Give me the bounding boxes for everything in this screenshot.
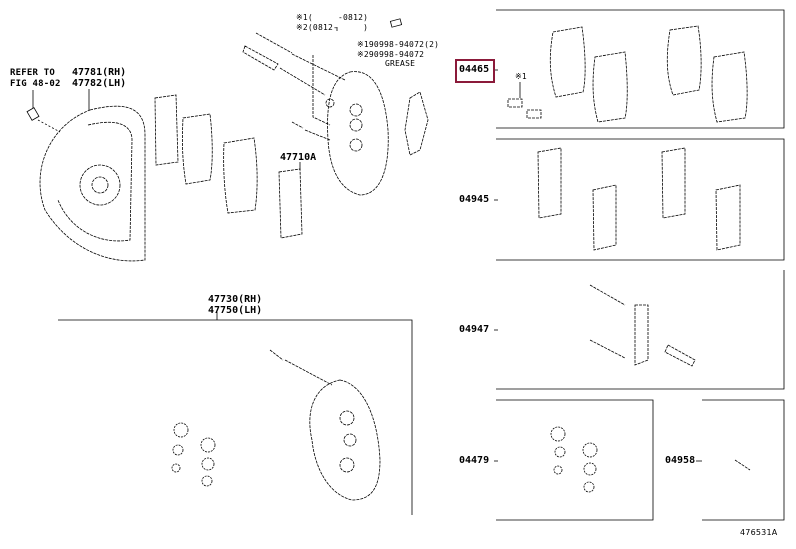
seal-kit-drawing (171, 422, 598, 493)
part-number-04479[interactable]: 04479 (459, 455, 490, 466)
kit-box-04479 (496, 399, 654, 521)
kit-box-04958 (702, 399, 785, 521)
grease-note-2: ※290998-94072 (357, 50, 425, 59)
grease-label: GREASE (385, 59, 416, 68)
pad-set-drawing (507, 25, 748, 123)
part-number-04958[interactable]: 04958 (665, 455, 696, 466)
part-number-04465-highlight[interactable]: 04465 (455, 59, 495, 83)
kit-box-04945 (496, 138, 785, 261)
part-number-47781[interactable]: 47781(RH) (72, 67, 127, 78)
part-number-04465[interactable]: 04465 (459, 64, 490, 75)
kit-box-04465 (496, 9, 785, 129)
part-number-47750[interactable]: 47750(LH) (208, 305, 263, 316)
kit-box-04947 (496, 270, 785, 390)
part-number-47710a[interactable]: 47710A (280, 152, 317, 163)
caliper-drawing-lower (269, 349, 751, 501)
caliper-drawing-upper (242, 32, 429, 196)
shim-set-drawing (537, 147, 741, 251)
part-number-47782[interactable]: 47782(LH) (72, 78, 127, 89)
figure-id: 476531A (740, 528, 778, 537)
shim-pad-drawing (154, 94, 303, 239)
refer-note-line2[interactable]: FIG 48-02 (10, 79, 61, 89)
refer-note-line1: REFER TO (10, 68, 55, 78)
grease-note-1: ※190998-94072(2) (357, 40, 440, 49)
part-number-04947[interactable]: 04947 (459, 324, 490, 335)
part-number-04945[interactable]: 04945 (459, 194, 490, 205)
part-number-47730[interactable]: 47730(RH) (208, 294, 263, 305)
note-2: ※2(0812- ) (296, 23, 369, 32)
pin-clip-drawing (589, 284, 696, 367)
kit-note-1: ※1 (515, 72, 527, 81)
note-1: ※1( -0812) (296, 13, 369, 22)
caliper-box (58, 319, 413, 515)
dust-shield-drawing (39, 105, 146, 262)
